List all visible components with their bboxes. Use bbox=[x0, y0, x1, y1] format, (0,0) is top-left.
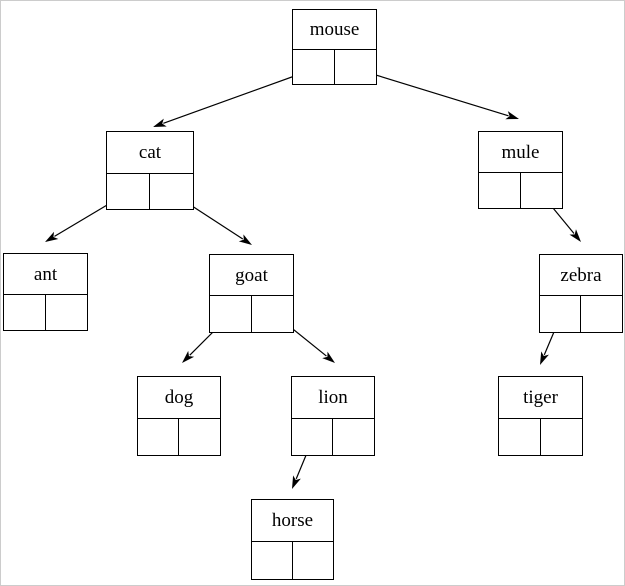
tree-node-pointer-row bbox=[540, 296, 622, 332]
tree-edge-arrowhead bbox=[292, 475, 301, 489]
tree-edge-arrowhead bbox=[238, 234, 252, 245]
tree-node-pointer-row bbox=[4, 295, 87, 330]
tree-node-lion[interactable]: lion bbox=[291, 376, 375, 456]
tree-node-label: dog bbox=[138, 377, 220, 419]
tree-edge-arrowhead bbox=[45, 231, 59, 242]
tree-node-mule[interactable]: mule bbox=[478, 131, 563, 209]
tree-node-right-pointer-cell[interactable] bbox=[46, 295, 88, 330]
tree-node-pointer-row bbox=[499, 419, 582, 455]
tree-edge-arrowhead bbox=[540, 351, 549, 365]
tree-node-label: ant bbox=[4, 254, 87, 295]
tree-node-left-pointer-cell[interactable] bbox=[499, 419, 541, 455]
tree-node-right-pointer-cell[interactable] bbox=[581, 296, 622, 332]
tree-node-pointer-row bbox=[252, 542, 333, 579]
tree-edge-arrowhead bbox=[569, 229, 581, 242]
tree-node-right-pointer-cell[interactable] bbox=[335, 50, 377, 84]
tree-edge-arrowhead bbox=[505, 111, 519, 120]
tree-node-label: mouse bbox=[293, 10, 376, 50]
tree-node-label: zebra bbox=[540, 255, 622, 296]
tree-node-label: lion bbox=[292, 377, 374, 419]
tree-node-left-pointer-cell[interactable] bbox=[107, 174, 150, 209]
tree-node-right-pointer-cell[interactable] bbox=[521, 173, 563, 208]
tree-node-left-pointer-cell[interactable] bbox=[292, 419, 333, 455]
tree-edge-arrowhead bbox=[182, 350, 195, 363]
tree-node-pointer-row bbox=[292, 419, 374, 455]
tree-node-pointer-row bbox=[107, 174, 193, 209]
tree-node-right-pointer-cell[interactable] bbox=[541, 419, 583, 455]
tree-node-left-pointer-cell[interactable] bbox=[4, 295, 46, 330]
tree-node-pointer-row bbox=[293, 50, 376, 84]
tree-node-pointer-row bbox=[210, 296, 293, 332]
tree-node-label: tiger bbox=[499, 377, 582, 419]
tree-node-right-pointer-cell[interactable] bbox=[252, 296, 294, 332]
tree-node-label: horse bbox=[252, 500, 333, 542]
tree-node-dog[interactable]: dog bbox=[137, 376, 221, 456]
tree-node-pointer-row bbox=[138, 419, 220, 455]
tree-edge-mouse-left-to-cat bbox=[153, 68, 315, 127]
tree-node-right-pointer-cell[interactable] bbox=[293, 542, 334, 579]
tree-node-zebra[interactable]: zebra bbox=[539, 254, 623, 333]
tree-edge-arrowhead bbox=[322, 351, 335, 363]
tree-node-left-pointer-cell[interactable] bbox=[293, 50, 335, 84]
tree-edge-arrowhead bbox=[153, 118, 167, 127]
tree-node-left-pointer-cell[interactable] bbox=[252, 542, 293, 579]
tree-node-label: mule bbox=[479, 132, 562, 173]
tree-node-left-pointer-cell[interactable] bbox=[210, 296, 252, 332]
tree-node-mouse[interactable]: mouse bbox=[292, 9, 377, 85]
tree-node-left-pointer-cell[interactable] bbox=[540, 296, 581, 332]
tree-node-tiger[interactable]: tiger bbox=[498, 376, 583, 456]
tree-node-pointer-row bbox=[479, 173, 562, 208]
tree-node-right-pointer-cell[interactable] bbox=[179, 419, 220, 455]
tree-node-right-pointer-cell[interactable] bbox=[333, 419, 374, 455]
tree-edge-mouse-right-to-mule bbox=[352, 67, 519, 120]
tree-node-goat[interactable]: goat bbox=[209, 254, 294, 333]
tree-node-cat[interactable]: cat bbox=[106, 131, 194, 210]
tree-node-left-pointer-cell[interactable] bbox=[138, 419, 179, 455]
tree-node-ant[interactable]: ant bbox=[3, 253, 88, 331]
tree-node-label: goat bbox=[210, 255, 293, 296]
tree-node-horse[interactable]: horse bbox=[251, 499, 334, 580]
tree-node-right-pointer-cell[interactable] bbox=[150, 174, 193, 209]
tree-node-label: cat bbox=[107, 132, 193, 174]
tree-node-left-pointer-cell[interactable] bbox=[479, 173, 521, 208]
